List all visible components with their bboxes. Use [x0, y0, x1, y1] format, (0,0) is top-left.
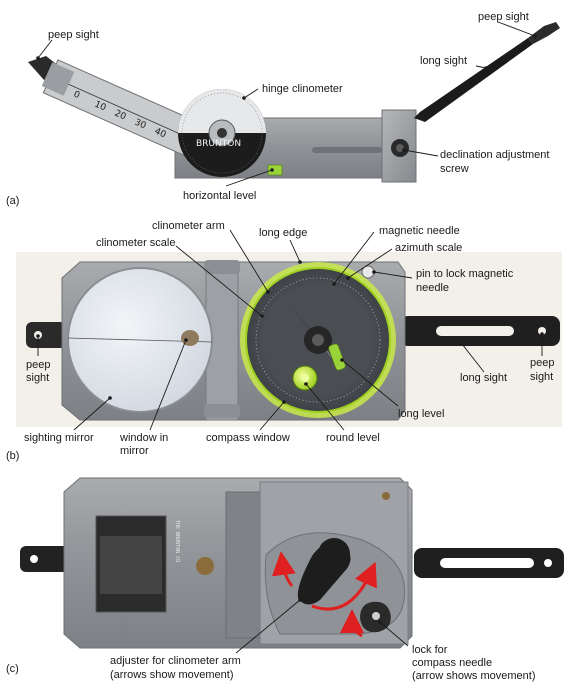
panel-label-a: (a) [6, 195, 19, 207]
brand-plate-text: THE BRUNTON CO [174, 520, 180, 562]
label-pin-to-lock: pin to lock magnetic [416, 268, 514, 280]
label-compass-needle: compass needle [412, 657, 492, 669]
label-mirror: mirror [120, 445, 149, 457]
panel-b-leaders [36, 229, 544, 431]
label-adjuster: adjuster for clinometer arm [110, 655, 241, 667]
scale-tick: 0 [72, 90, 82, 102]
label-azimuth-scale: azimuth scale [395, 242, 462, 254]
label-compass-window: compass window [206, 432, 290, 444]
scale-tick: 20 [113, 109, 128, 123]
label-peep: peep [26, 359, 50, 371]
label-clinometer-arm: clinometer arm [152, 220, 225, 232]
label-adjuster-movement: (arrows show movement) [110, 669, 233, 681]
label-declination-screw: screw [440, 163, 469, 175]
panel-a-leaders [36, 21, 537, 187]
label-sight: sight [530, 371, 553, 383]
panel-a-scale-ticks: 0 10 20 30 40 [72, 90, 168, 141]
label-peep-sight: peep sight [478, 11, 529, 23]
label-long-level: long level [398, 408, 444, 420]
label-hinge-clinometer: hinge clinometer [262, 83, 343, 95]
panel-b-illustration [26, 260, 560, 421]
label-long-sight: long sight [460, 372, 507, 384]
label-peep-sight: peep sight [48, 29, 99, 41]
label-horizontal-level: horizontal level [183, 190, 256, 202]
panel-label-b: (b) [6, 450, 19, 462]
label-long-edge: long edge [259, 227, 307, 239]
label-window-in: window in [119, 432, 168, 444]
label-peep: peep [530, 357, 554, 369]
svg-text:BRUNTON: BRUNTON [196, 139, 241, 149]
scale-tick: 30 [133, 118, 148, 132]
label-lock-movement: (arrow shows movement) [412, 670, 535, 682]
label-sight: sight [26, 372, 49, 384]
label-sighting-mirror: sighting mirror [24, 432, 94, 444]
scale-tick: 40 [153, 127, 168, 141]
label-round-level: round level [326, 432, 380, 444]
panel-label-c: (c) [6, 663, 19, 675]
scale-tick: 10 [93, 100, 108, 114]
panel-a-illustration: BRUNTON [28, 22, 560, 183]
label-pin-needle: needle [416, 282, 449, 294]
label-long-sight: long sight [420, 55, 467, 67]
label-lock-for: lock for [412, 644, 448, 656]
label-clinometer-scale: clinometer scale [96, 237, 175, 249]
label-declination-adjustment: declination adjustment [440, 149, 549, 161]
label-magnetic-needle: magnetic needle [379, 225, 460, 237]
panel-c-leaders [235, 598, 409, 654]
panel-c-illustration [20, 477, 564, 649]
